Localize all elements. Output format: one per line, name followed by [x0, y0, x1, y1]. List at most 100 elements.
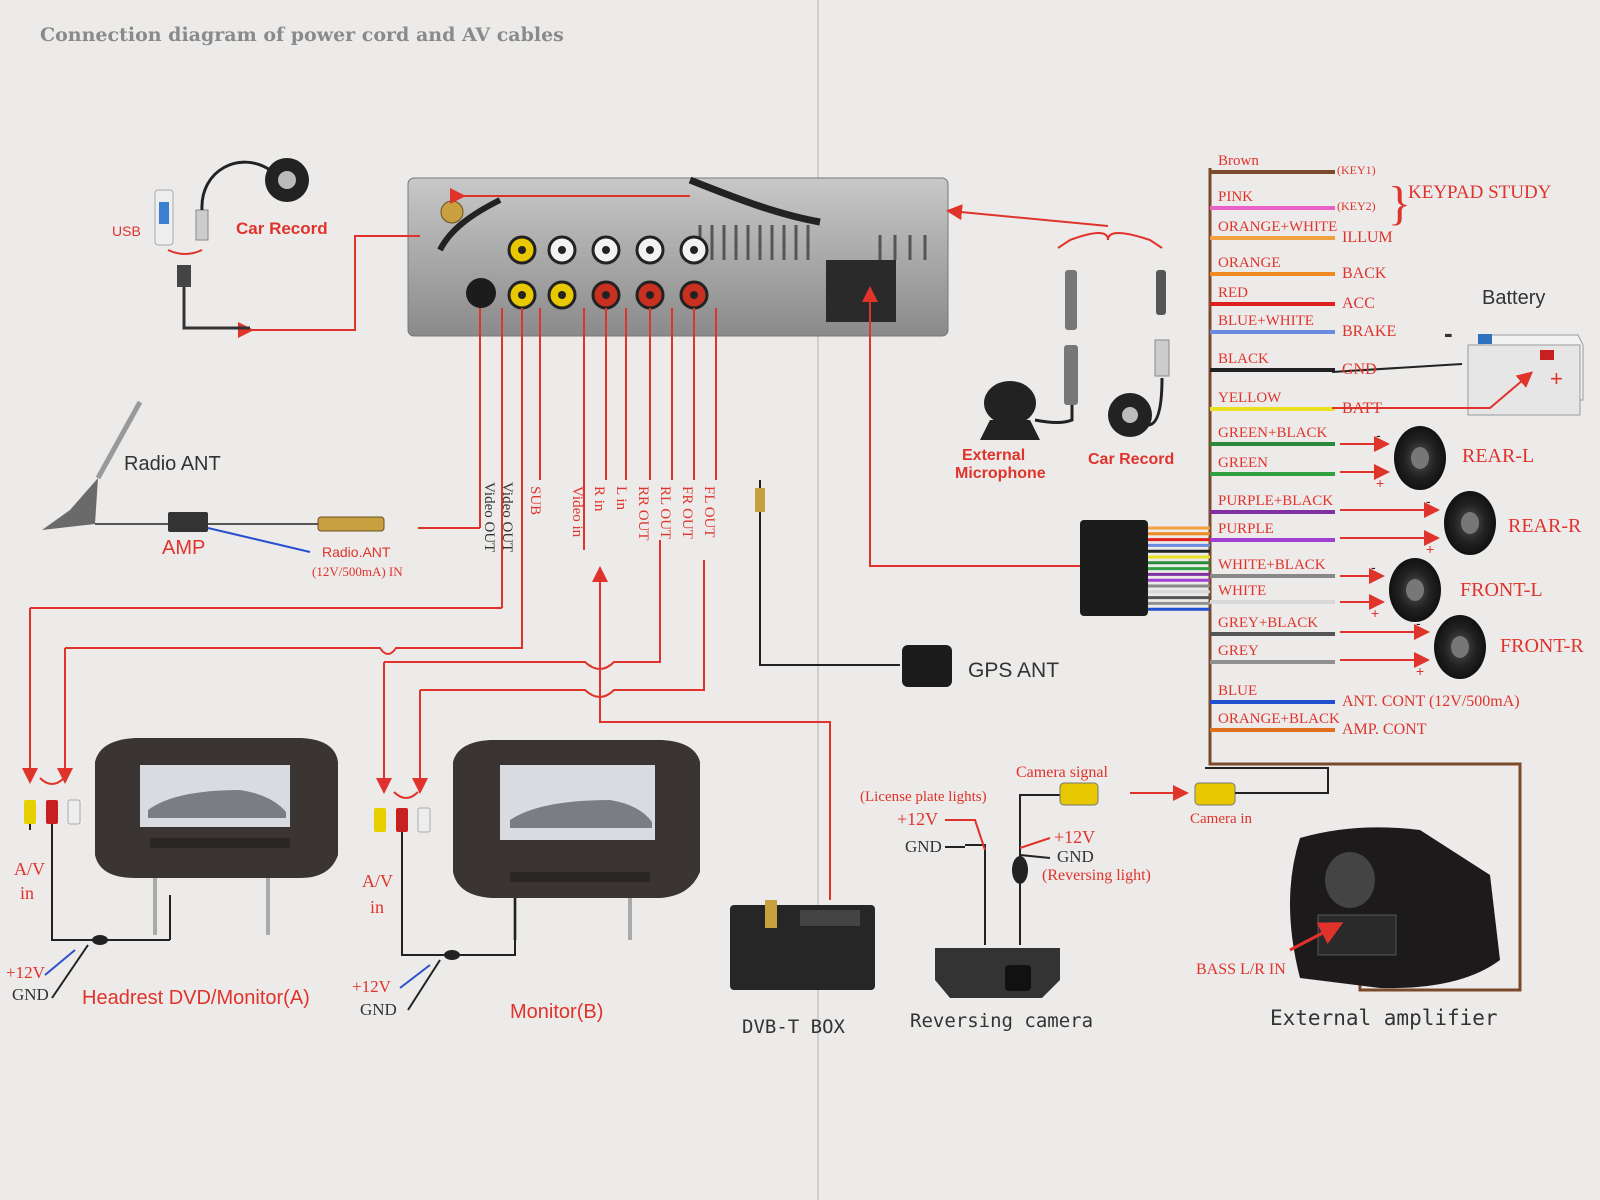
harness-connector [1080, 520, 1148, 616]
car-record-label-left: Car Record [236, 219, 328, 238]
wire-color-11: PURPLE [1218, 521, 1274, 537]
svg-text:-: - [1376, 427, 1381, 443]
radio-ant-label: Radio ANT [124, 453, 221, 475]
output-label-2: SUB [527, 486, 543, 516]
rev-12v-a: +12V [897, 809, 939, 829]
keypad-label: KEYPAD STUDY [1408, 182, 1552, 203]
output-label-7: RL OUT [657, 486, 673, 540]
amplifier-graphic [1289, 827, 1500, 989]
monitor-b-12v: +12V [352, 977, 391, 996]
rca-jacks [507, 235, 709, 310]
camera-signal-label: Camera signal [1016, 764, 1108, 781]
mic-car-record-graphic [980, 232, 1170, 440]
amplifier-label: External amplifier [1270, 1006, 1498, 1030]
monitor-a-12v: +12V [6, 963, 45, 982]
output-label-6: RR OUT [635, 486, 651, 541]
monitor-b-gnd: GND [360, 1000, 397, 1019]
speaker-1: -+ [1340, 491, 1496, 557]
wire-color-9: GREEN [1218, 455, 1268, 471]
svg-text:-: - [1371, 559, 1376, 575]
battery-label: Battery [1482, 287, 1546, 309]
output-label-9: FL OUT [701, 486, 717, 538]
output-label-3: Video in [569, 486, 585, 538]
monitor-b-av-2: in [370, 897, 385, 917]
wire-func-4: ACC [1342, 295, 1375, 312]
wire-func-5: BRAKE [1342, 323, 1397, 340]
radio-ant-note-2: (12V/500mA) IN [312, 564, 403, 579]
svg-text:+: + [1416, 663, 1424, 679]
wire-color-17: ORANGE+BLACK [1218, 711, 1340, 727]
wire-color-4: RED [1218, 285, 1248, 301]
wire-color-1: PINK [1218, 189, 1254, 205]
s-video-port [466, 278, 496, 308]
antenna-port [440, 200, 464, 224]
wire-color-8: GREEN+BLACK [1218, 425, 1328, 441]
monitor-a-gnd: GND [12, 985, 49, 1004]
monitor-a-av-1: A/V [14, 859, 45, 879]
reversing-light-label: (Reversing light) [1042, 867, 1151, 884]
rev-gnd-a: GND [905, 837, 942, 856]
output-label-4: R in [591, 486, 607, 512]
svg-text:+: + [1371, 605, 1379, 621]
wire-func-7: BATT [1342, 400, 1382, 417]
wire-func-6: GND [1342, 361, 1377, 378]
svg-text:-: - [1426, 493, 1431, 509]
speaker-label-3: FRONT-R [1500, 635, 1584, 657]
wire-func-16: ANT. CONT (12V/500mA) [1342, 693, 1520, 710]
radio-ant-note-1: Radio.ANT [322, 544, 391, 560]
svg-text:+: + [1426, 541, 1434, 557]
output-label-8: FR OUT [679, 486, 695, 539]
av-output-lines [22, 188, 1109, 900]
speaker-label-0: REAR-L [1462, 445, 1535, 467]
battery-neg: - [1444, 318, 1453, 348]
wire-color-12: WHITE+BLACK [1218, 557, 1326, 573]
wire-func-1: (KEY2) [1337, 199, 1376, 213]
dvbt-label: DVB-T BOX [742, 1016, 845, 1038]
wire-color-13: WHITE [1218, 583, 1267, 599]
monitor-a-name: Headrest DVD/Monitor(A) [82, 987, 310, 1009]
usb-car-record [154, 158, 309, 330]
output-label-5: L in [613, 486, 629, 511]
head-unit [407, 176, 949, 337]
radio-antenna [42, 400, 385, 553]
gps-cable [755, 480, 952, 687]
reversing-camera-graphic [935, 767, 1329, 998]
wire-func-17: AMP. CONT [1342, 721, 1427, 738]
monitor-b-graphic [374, 740, 700, 1011]
wire-color-3: ORANGE [1218, 255, 1281, 271]
battery-pos: + [1550, 366, 1563, 391]
wire-color-10: PURPLE+BLACK [1218, 493, 1334, 509]
wire-color-2: ORANGE+WHITE [1218, 219, 1338, 235]
wire-color-5: BLUE+WHITE [1218, 313, 1314, 329]
bass-label: BASS L/R IN [1196, 961, 1286, 978]
wire-func-2: ILLUM [1342, 229, 1393, 246]
wire-color-0: Brown [1218, 153, 1259, 169]
mic-label-1: External [962, 447, 1026, 464]
usb-label: USB [112, 223, 141, 239]
speaker-label-2: FRONT-L [1460, 579, 1543, 601]
svg-text:+: + [1376, 475, 1384, 491]
reversing-camera-label: Reversing camera [910, 1010, 1094, 1032]
car-record-label-right: Car Record [1088, 451, 1175, 468]
rev-12v-b: +12V [1054, 827, 1096, 847]
amp-box [168, 512, 208, 532]
battery-graphic [1331, 334, 1584, 416]
keypad-brace: } [1388, 177, 1412, 230]
wire-func-3: BACK [1342, 265, 1387, 282]
wire-color-6: BLACK [1218, 351, 1269, 367]
gps-antenna [902, 645, 952, 687]
monitor-a-graphic [24, 738, 338, 999]
speaker-label-1: REAR-R [1508, 515, 1582, 537]
dvbt-box-graphic [730, 900, 875, 990]
svg-text:-: - [1416, 615, 1421, 631]
monitor-a-av-2: in [20, 883, 35, 903]
monitor-b-av-1: A/V [362, 871, 393, 891]
wire-color-16: BLUE [1218, 683, 1258, 699]
speakers-graphic: -+-+-+-+ [1340, 426, 1496, 679]
wire-color-15: GREY [1218, 643, 1259, 659]
wire-color-14: GREY+BLACK [1218, 615, 1319, 631]
monitor-b-name: Monitor(B) [510, 1001, 604, 1023]
diagram-title: Connection diagram of power cord and AV … [40, 24, 564, 46]
